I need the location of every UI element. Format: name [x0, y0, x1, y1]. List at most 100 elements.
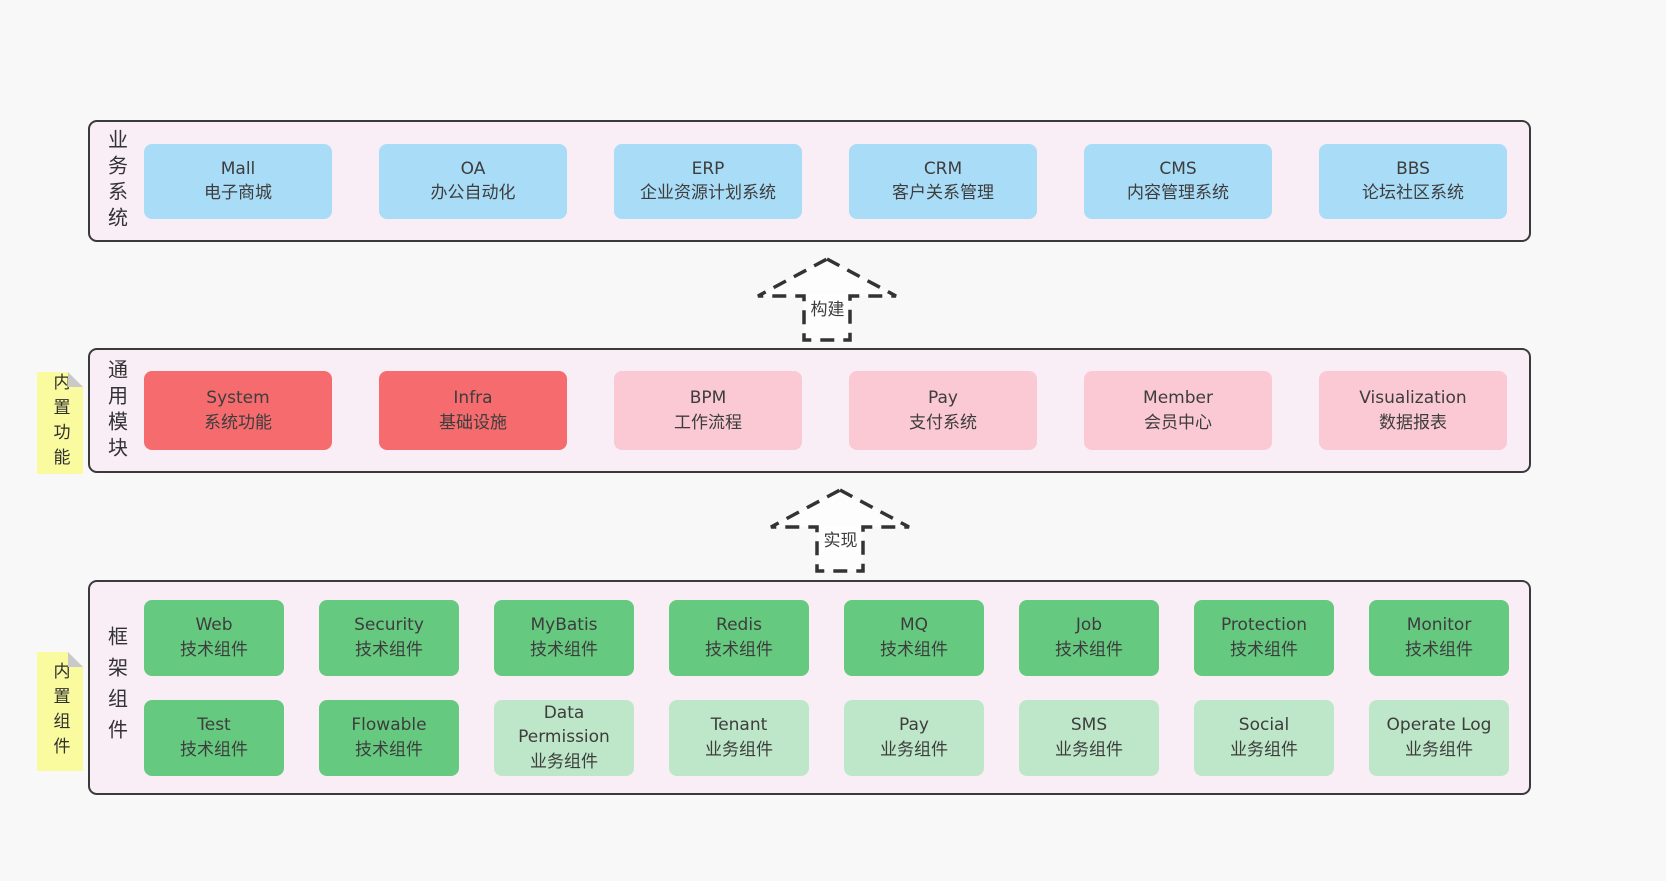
- box-desc: 技术组件: [1405, 639, 1473, 660]
- box-desc: 工作流程: [674, 412, 742, 433]
- box-data-permission: Data Permission 业务组件: [494, 699, 634, 776]
- box-name: Visualization: [1359, 388, 1467, 409]
- layer-body-modules: System 系统功能 Infra 基础设施 BPM 工作流程 Pay 支付系统…: [144, 350, 1529, 471]
- box-desc: 技术组件: [1055, 639, 1123, 660]
- box-mq: MQ 技术组件: [844, 599, 984, 676]
- layer-framework-components: 框架组件 Web 技术组件 Security 技术组件 MyBatis 技术组件…: [88, 580, 1531, 795]
- box-name: OA: [460, 158, 486, 179]
- sticky-text: 内置组件: [49, 661, 70, 762]
- box-row: Mall 电子商城 OA 办公自动化 ERP 企业资源计划系统 CRM 客户关系…: [144, 143, 1513, 219]
- layer-business-systems: 业务系统 Mall 电子商城 OA 办公自动化 ERP 企业资源计划系统 CRM…: [88, 120, 1531, 242]
- box-desc: 电子商城: [204, 183, 272, 203]
- box-desc: 业务组件: [1405, 739, 1473, 760]
- box-monitor: Monitor 技术组件: [1369, 599, 1509, 676]
- box-name: ERP: [691, 158, 725, 179]
- box-desc: 技术组件: [355, 639, 423, 660]
- box-desc: 基础设施: [439, 412, 507, 433]
- box-name: Protection: [1220, 615, 1307, 636]
- box-oa: OA 办公自动化: [379, 143, 567, 219]
- box-name: System: [206, 388, 270, 409]
- box-name: Infra: [453, 388, 493, 409]
- box-desc: 技术组件: [530, 639, 598, 660]
- box-name: Flowable: [351, 715, 427, 736]
- box-desc: 技术组件: [180, 639, 248, 660]
- box-pay-component: Pay 业务组件: [844, 699, 984, 776]
- box-desc: 论坛社区系统: [1362, 183, 1464, 203]
- layer-label-text: 业务系统: [104, 129, 129, 233]
- box-desc: 内容管理系统: [1127, 183, 1229, 203]
- sticky-note-built-in-features: 内置功能: [37, 372, 83, 474]
- box-desc: 技术组件: [180, 739, 248, 760]
- box-name: Operate Log: [1386, 715, 1492, 736]
- box-name: CRM: [923, 158, 963, 179]
- box-desc: 技术组件: [880, 639, 948, 660]
- box-desc: 业务组件: [1055, 739, 1123, 760]
- box-name: Job: [1075, 615, 1103, 636]
- layer-body-framework: Web 技术组件 Security 技术组件 MyBatis 技术组件 Redi…: [144, 582, 1529, 793]
- box-desc: 业务组件: [880, 739, 948, 760]
- box-name: Social: [1238, 715, 1290, 736]
- box-system: System 系统功能: [144, 371, 332, 450]
- box-name: BBS: [1396, 158, 1430, 179]
- box-cms: CMS 内容管理系统: [1084, 143, 1272, 219]
- box-visualization: Visualization 数据报表: [1319, 371, 1507, 450]
- box-row-2: Test 技术组件 Flowable 技术组件 Data Permission …: [144, 699, 1513, 776]
- box-member: Member 会员中心: [1084, 371, 1272, 450]
- box-web: Web 技术组件: [144, 599, 284, 676]
- box-social: Social 业务组件: [1194, 699, 1334, 776]
- box-name: Monitor: [1406, 615, 1472, 636]
- box-mall: Mall 电子商城: [144, 143, 332, 219]
- box-name: Data Permission: [518, 703, 610, 748]
- box-bpm: BPM 工作流程: [614, 371, 802, 450]
- box-name: Pay: [899, 715, 929, 736]
- box-name: Mall: [220, 158, 256, 179]
- box-desc: 业务组件: [705, 739, 773, 760]
- box-desc: 企业资源计划系统: [640, 183, 776, 203]
- box-row: System 系统功能 Infra 基础设施 BPM 工作流程 Pay 支付系统…: [144, 371, 1513, 450]
- box-name: Test: [197, 715, 231, 736]
- box-protection: Protection 技术组件: [1194, 599, 1334, 676]
- box-tenant: Tenant 业务组件: [669, 699, 809, 776]
- box-name: BPM: [689, 388, 727, 409]
- sticky-text: 内置功能: [49, 373, 70, 473]
- box-sms: SMS 业务组件: [1019, 699, 1159, 776]
- layer-label-text: 通用模块: [104, 358, 129, 463]
- box-desc: 技术组件: [705, 639, 773, 660]
- box-name: Redis: [716, 615, 762, 636]
- box-desc: 业务组件: [530, 751, 598, 772]
- box-name: Security: [354, 615, 424, 636]
- arrow-label: 构建: [807, 295, 848, 320]
- sticky-note-built-in-components: 内置组件: [37, 652, 83, 771]
- box-operate-log: Operate Log 业务组件: [1369, 699, 1509, 776]
- layer-label-text: 框架组件: [104, 625, 129, 750]
- box-name: Tenant: [710, 715, 768, 736]
- box-name: MyBatis: [530, 615, 598, 636]
- box-desc: 客户关系管理: [892, 183, 994, 203]
- layer-label-business: 业务系统: [90, 122, 144, 240]
- box-desc: 系统功能: [204, 412, 272, 433]
- arrow-label: 实现: [820, 526, 861, 551]
- box-crm: CRM 客户关系管理: [849, 143, 1037, 219]
- box-infra: Infra 基础设施: [379, 371, 567, 450]
- box-desc: 业务组件: [1230, 739, 1298, 760]
- box-name: Web: [195, 615, 233, 636]
- box-name: CMS: [1159, 158, 1197, 179]
- box-desc: 技术组件: [1230, 639, 1298, 660]
- layer-label-modules: 通用模块: [90, 350, 144, 471]
- arrow-implement: 实现: [768, 487, 913, 575]
- box-mybatis: MyBatis 技术组件: [494, 599, 634, 676]
- box-desc: 技术组件: [355, 739, 423, 760]
- box-security: Security 技术组件: [319, 599, 459, 676]
- box-test: Test 技术组件: [144, 699, 284, 776]
- box-row-1: Web 技术组件 Security 技术组件 MyBatis 技术组件 Redi…: [144, 599, 1513, 676]
- box-desc: 支付系统: [909, 412, 977, 433]
- box-bbs: BBS 论坛社区系统: [1319, 143, 1507, 219]
- layer-common-modules: 通用模块 System 系统功能 Infra 基础设施 BPM 工作流程 Pay…: [88, 348, 1531, 473]
- box-desc: 会员中心: [1144, 412, 1212, 433]
- box-erp: ERP 企业资源计划系统: [614, 143, 802, 219]
- layer-label-framework: 框架组件: [90, 582, 144, 793]
- arrow-build: 构建: [755, 256, 900, 344]
- box-job: Job 技术组件: [1019, 599, 1159, 676]
- box-flowable: Flowable 技术组件: [319, 699, 459, 776]
- box-name: MQ: [899, 615, 929, 636]
